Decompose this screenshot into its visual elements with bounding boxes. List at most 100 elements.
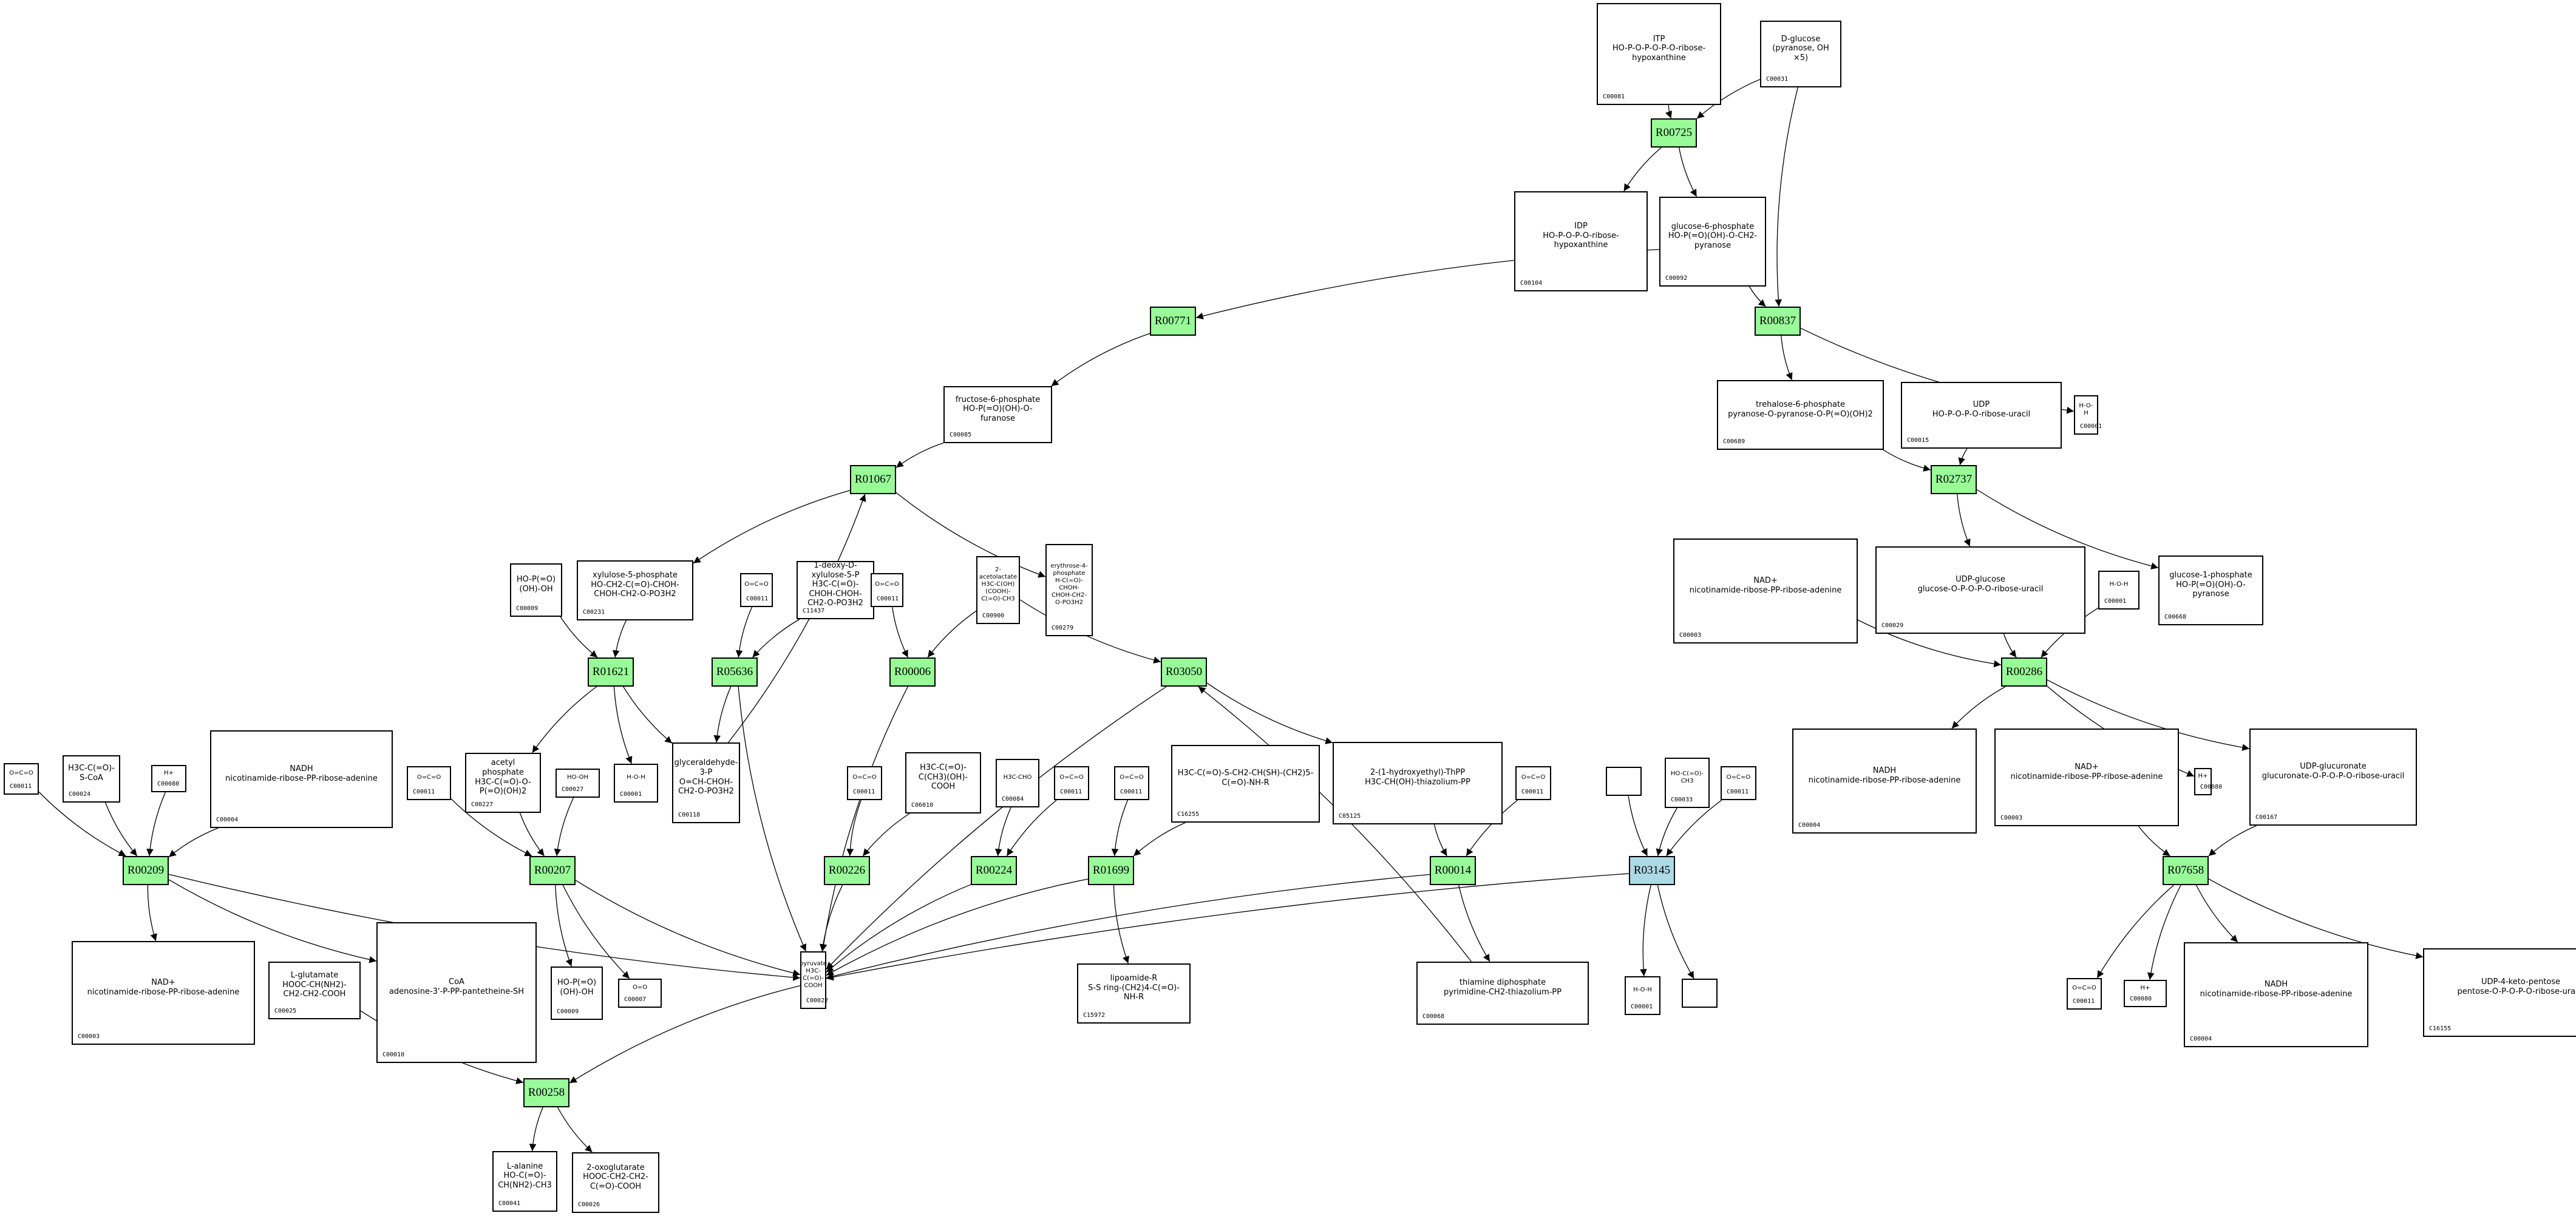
compound-node-c00092[interactable]: glucose-6-phosphate HO-P(=O)(OH)-O-CH2-p…	[1659, 197, 1766, 287]
reaction-node-r07658[interactable]: R07658	[2163, 856, 2209, 885]
reaction-node-r00014[interactable]: R00014	[1430, 856, 1476, 885]
compound-id-label: C00031	[1766, 76, 1789, 83]
compound-node-c00668[interactable]: glucose-1-phosphate HO-P(=O)(OH)-O-pyran…	[2158, 555, 2263, 625]
compound-node-c00167[interactable]: UDP-glucuronate glucuronate-O-P-O-P-O-ri…	[2249, 729, 2417, 826]
compound-id-label: C00003	[2000, 815, 2023, 821]
compound-id-label: C00668	[2164, 614, 2187, 620]
compound-node-c00279[interactable]: erythrose-4-phosphate H-C(=O)-CHOH-CHOH-…	[1045, 544, 1093, 636]
reaction-node-r03145[interactable]: R03145	[1629, 856, 1675, 885]
structure-formula: 2-(1-hydroxyethyl)-ThPP H3C-CH(OH)-thiaz…	[1365, 768, 1470, 787]
reaction-node-r00207[interactable]: R00207	[529, 856, 576, 885]
compound-node-c00068[interactable]: thiamine diphosphate pyrimidine-CH2-thia…	[1416, 962, 1589, 1025]
compound-id-label: C00011	[413, 789, 435, 795]
compound-node-c00003[interactable]: NAD+ nicotinamide-ribose-PP-ribose-adeni…	[72, 941, 255, 1045]
edge-c00033-to-r03145	[1656, 807, 1677, 857]
compound-node-c05125[interactable]: 2-(1-hydroxyethyl)-ThPP H3C-CH(OH)-thiaz…	[1333, 742, 1503, 824]
reaction-node-r03050[interactable]: R03050	[1161, 657, 1207, 687]
reaction-node-r00006[interactable]: R00006	[889, 657, 936, 687]
compound-id-label: C00011	[877, 596, 899, 602]
compound-id-label: C06010	[911, 802, 934, 809]
compound-node-c00085[interactable]: fructose-6-phosphate HO-P(=O)(OH)-O-fura…	[943, 386, 1052, 443]
compound-node-c00004[interactable]: NADH nicotinamide-ribose-PP-ribose-adeni…	[2184, 942, 2368, 1047]
compound-node-c00004[interactable]: NADH nicotinamide-ribose-PP-ribose-adeni…	[1792, 729, 1977, 834]
compound-node-c00011[interactable]: O=C=O C00011	[407, 766, 451, 800]
reaction-node-r02737[interactable]: R02737	[1931, 465, 1977, 494]
compound-node-c00004[interactable]: NADH nicotinamide-ribose-PP-ribose-adeni…	[210, 730, 393, 828]
reaction-node-r00771[interactable]: R00771	[1150, 307, 1196, 336]
compound-node-c00080[interactable]: H+C00080	[2124, 980, 2167, 1007]
compound-id-label: C00027	[562, 786, 584, 793]
compound-id-label: C00068	[1422, 1013, 1445, 1020]
structure-formula: H3C-C(=O)-S-CoA	[68, 764, 115, 783]
reaction-node-r00725[interactable]: R00725	[1651, 118, 1697, 148]
compound-node-unlabeled[interactable]	[1606, 767, 1642, 796]
reaction-node-r00286[interactable]: R00286	[2001, 657, 2047, 687]
compound-node-c00080[interactable]: H+C00080	[2194, 768, 2222, 795]
structure-formula: O=O	[632, 984, 648, 991]
reaction-node-r01621[interactable]: R01621	[588, 657, 634, 687]
structure-formula: O=C=O	[416, 774, 441, 781]
reaction-node-r00226[interactable]: R00226	[824, 856, 870, 885]
reaction-node-r05636[interactable]: R05636	[712, 657, 758, 687]
edge-r00224-to-c00022	[826, 884, 971, 973]
reaction-node-r00258[interactable]: R00258	[523, 1078, 569, 1107]
structure-formula: H+	[2198, 772, 2208, 780]
structure-formula: H-O-H	[1633, 987, 1652, 993]
reaction-node-r00224[interactable]: R00224	[971, 856, 1017, 885]
compound-node-c00080[interactable]: H+C00080	[151, 765, 186, 792]
compound-node-c16255[interactable]: H3C-C(=O)-S-CH2-CH(SH)-(CH2)5-C(=O)-NH-R…	[1171, 745, 1320, 823]
structure-formula: glucose-1-phosphate HO-P(=O)(OH)-O-pyran…	[2169, 571, 2252, 599]
compound-node-c00003[interactable]: NAD+ nicotinamide-ribose-PP-ribose-adeni…	[1673, 538, 1858, 644]
compound-node-c00118[interactable]: glyceraldehyde-3-P O=CH-CHOH-CH2-O-PO3H2…	[672, 742, 740, 823]
reaction-node-r00209[interactable]: R00209	[123, 856, 169, 885]
reaction-node-r01699[interactable]: R01699	[1088, 856, 1134, 885]
edge-r00209-to-c00010	[168, 879, 377, 963]
edge-r03145-to-c00022	[826, 873, 1630, 981]
compound-node-c00689[interactable]: trehalose-6-phosphate pyranose-O-pyranos…	[1717, 380, 1884, 450]
edge-r00771-to-c00085	[1051, 333, 1150, 387]
compound-node-c00003[interactable]: NAD+ nicotinamide-ribose-PP-ribose-adeni…	[1994, 729, 2179, 826]
compound-node-c00031[interactable]: D-glucose (pyranose, OH ×5)C00031	[1760, 21, 1841, 87]
compound-node-c00029[interactable]: UDP-glucose glucose-O-P-O-P-O-ribose-ura…	[1875, 546, 2085, 634]
reaction-node-r00837[interactable]: R00837	[1755, 307, 1801, 336]
compound-node-unlabeled[interactable]	[1682, 979, 1718, 1008]
compound-node-c11437[interactable]: 1-deoxy-D-xylulose-5-P H3C-C(=O)-CHOH-CH…	[797, 561, 874, 619]
edge-r00725-to-c00092	[1678, 147, 1698, 197]
compound-node-c00231[interactable]: xylulose-5-phosphate HO-CH2-C(=O)-CHOH-C…	[577, 560, 693, 620]
edge-c00011i-to-r03145	[1666, 800, 1722, 857]
compound-node-c16155[interactable]: UDP-4-keto-pentose pentose-O-P-O-P-O-rib…	[2423, 948, 2576, 1037]
compound-node-c00900[interactable]: 2-acetolactate H3C-C(OH)(COOH)-C(=O)-CH3…	[976, 556, 1020, 624]
reaction-node-r01067[interactable]: R01067	[850, 465, 896, 494]
